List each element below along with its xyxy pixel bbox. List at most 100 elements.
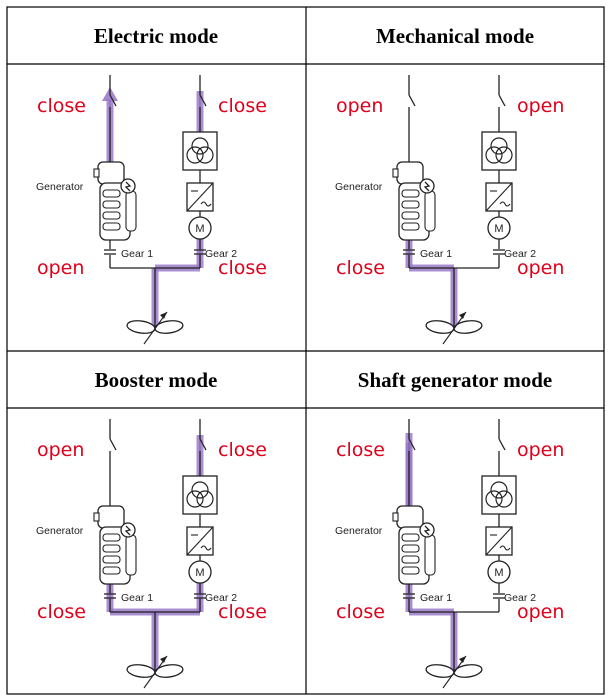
converter-ac-mark [200,545,212,551]
engine-cylinder [102,200,121,209]
engine-cylinder [102,211,121,220]
generator-bolt-icon [124,525,132,536]
motor-label: M [494,223,503,235]
switch-state-top-right: open [517,439,564,461]
gear-state-bottom-right: open [517,601,564,623]
transformer-coil [485,146,503,164]
propeller-blade [425,320,455,334]
converter-ac-mark [200,201,212,207]
transformer-coil [495,490,513,508]
propeller-icon [425,311,483,345]
propeller-blade [453,664,483,678]
converter-icon [186,526,214,556]
mode-title: Booster mode [95,368,218,392]
transformer-icon [182,475,218,515]
gear1-label: Gear 1 [420,592,452,604]
engine-port [392,512,399,522]
engine-cylinder [401,189,420,198]
motor-label: M [494,567,503,579]
propeller-pitch-arrowhead [160,312,167,319]
engine-cylinder [401,200,420,209]
motor-icon [188,560,212,584]
gear1-label: Gear 1 [121,592,153,604]
propeller-icon [126,655,184,689]
generator-label: Generator [335,181,383,193]
right-switch [199,438,207,451]
transformer-coil [490,137,508,155]
engine-side [424,534,436,576]
transformer-coil [485,490,503,508]
mode-title: Mechanical mode [376,24,534,48]
converter-icon [485,526,513,556]
motor-icon [487,560,511,584]
switch-state-top-left: open [336,95,383,117]
gear-state-bottom-right: close [218,257,267,279]
propeller-pitch-arrowhead [459,656,466,663]
motor-label: M [195,223,204,235]
engine-side [125,534,137,576]
propeller-blade [126,320,156,334]
engine-cylinder [401,544,420,553]
switch-state-top-left: close [37,95,86,117]
converter-diagonal [485,526,513,556]
engine-cylinder [102,222,121,231]
converter-diagonal [485,182,513,212]
engine-icon [392,161,436,241]
propeller-blade [154,320,184,334]
propeller-pitch-arrowhead [459,312,466,319]
switch-state-top-right: open [517,95,564,117]
right-switch [498,94,506,107]
converter-ac-mark [499,201,511,207]
converter-ac-mark [499,545,511,551]
engine-port [392,168,399,178]
left-switch [109,94,117,107]
engine-cylinder [102,566,121,575]
engine-cylinder [401,566,420,575]
switch-state-top-left: open [37,439,84,461]
left-switch [408,94,416,107]
gear-state-bottom-left: close [336,257,385,279]
engine-icon [392,505,436,585]
engine-port [93,168,100,178]
gear1-label: Gear 1 [420,248,452,260]
gear2-label: Gear 2 [205,248,237,260]
gear1-label: Gear 1 [121,248,153,260]
engine-cylinder [102,533,121,542]
mode-title: Electric mode [94,24,218,48]
engine-cylinder [401,533,420,542]
transformer-coil [196,146,214,164]
generator-bolt-icon [124,181,132,192]
gear2-label: Gear 2 [504,248,536,260]
engine-head [97,505,125,529]
propeller-blade [154,664,184,678]
right-switch [498,438,506,451]
propeller-icon [126,311,184,345]
transformer-coil [186,490,204,508]
gear-state-bottom-right: close [218,601,267,623]
engine-cylinder [102,544,121,553]
switch-state-top-left: close [336,439,385,461]
engine-cylinder [102,189,121,198]
motor-icon [188,216,212,240]
engine-head [396,161,424,185]
converter-diagonal [186,182,214,212]
propeller-icon [425,655,483,689]
converter-icon [186,182,214,212]
gear2-label: Gear 2 [504,592,536,604]
left-switch [109,438,117,451]
converter-icon [485,182,513,212]
propeller-blade [126,664,156,678]
engine-head [396,505,424,529]
transformer-coil [191,481,209,499]
generator-bolt-icon [423,181,431,192]
engine-head [97,161,125,185]
propeller-blade [425,664,455,678]
converter-diagonal [186,526,214,556]
transformer-icon [481,131,517,171]
transformer-coil [196,490,214,508]
gear2-label: Gear 2 [205,592,237,604]
right-switch [199,94,207,107]
